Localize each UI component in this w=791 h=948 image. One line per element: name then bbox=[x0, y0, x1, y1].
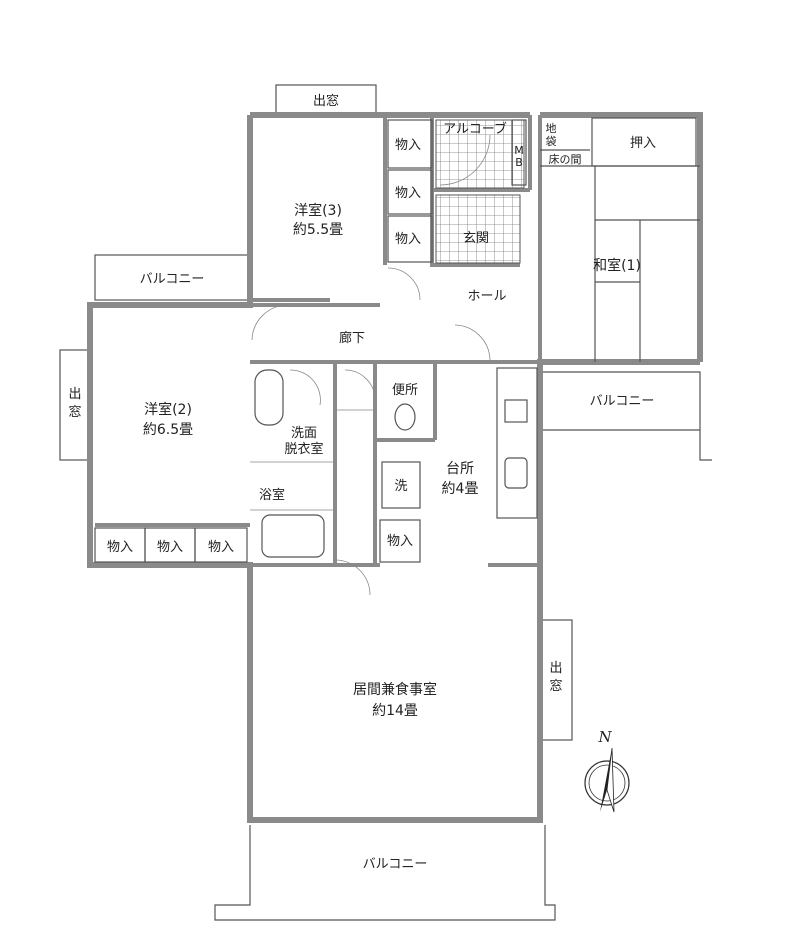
bay-window-top: 出窓 bbox=[275, 84, 377, 116]
storage-label: 物入 bbox=[395, 138, 421, 153]
svg-text:バルコニー: バルコニー bbox=[590, 394, 655, 409]
room-size: 約14畳 bbox=[372, 703, 418, 719]
room-label: 浴室 bbox=[259, 487, 285, 503]
room-label: アルコーブ bbox=[443, 121, 507, 137]
compass-icon: N bbox=[584, 728, 630, 813]
bathtub bbox=[261, 514, 325, 558]
meter-box-label: B bbox=[515, 156, 523, 169]
room-label: 洋室(2) bbox=[144, 401, 192, 418]
room-label: 便所 bbox=[392, 383, 418, 398]
room-label: 和室(1) bbox=[593, 257, 641, 274]
svg-text:出窓: 出窓 bbox=[313, 93, 339, 109]
entrance-floor bbox=[435, 194, 521, 264]
sink-icon bbox=[504, 457, 528, 489]
storage-label: 物入 bbox=[395, 232, 421, 247]
meter-box bbox=[511, 119, 527, 186]
room-size: 約5.5畳 bbox=[293, 222, 343, 238]
room-label: 居間兼食事室 bbox=[353, 681, 437, 698]
room-label: 洗面 bbox=[291, 426, 317, 441]
svg-text:出: 出 bbox=[549, 661, 562, 676]
balcony-upper-left: バルコニー bbox=[94, 254, 251, 301]
room-label: 脱衣室 bbox=[284, 441, 323, 457]
room-label: 袋 bbox=[546, 134, 557, 148]
room-label: 廊下 bbox=[339, 330, 365, 346]
svg-text:窓: 窓 bbox=[549, 678, 562, 694]
kitchen-counter bbox=[496, 367, 538, 519]
svg-text:窓: 窓 bbox=[68, 404, 81, 420]
storage-label: 物入 bbox=[107, 540, 133, 555]
bay-window-right: 出 窓 bbox=[539, 619, 573, 741]
room-size: 約6.5畳 bbox=[143, 422, 193, 438]
room-label: 玄関 bbox=[463, 231, 489, 246]
meter-box-label: M bbox=[514, 144, 524, 157]
storage-label: 物入 bbox=[387, 534, 413, 549]
washer-label: 洗 bbox=[394, 479, 407, 494]
balcony-bottom: バルコニー bbox=[214, 825, 556, 921]
svg-text:バルコニー: バルコニー bbox=[363, 857, 428, 872]
bay-window-left: 出 窓 bbox=[59, 349, 91, 461]
room-size: 約4畳 bbox=[442, 481, 479, 497]
room-label: 台所 bbox=[446, 461, 474, 477]
room-label: 押入 bbox=[630, 136, 656, 151]
storage-label: 物入 bbox=[208, 540, 234, 555]
storage-label: 物入 bbox=[395, 186, 421, 201]
svg-text:出: 出 bbox=[68, 387, 81, 402]
svg-text:バルコニー: バルコニー bbox=[140, 272, 205, 287]
alcove-floor bbox=[435, 119, 525, 189]
balcony-right: バルコニー bbox=[540, 371, 712, 461]
svg-text:N: N bbox=[597, 728, 612, 746]
room-label: 地 bbox=[546, 122, 557, 135]
storage-label: 物入 bbox=[157, 540, 183, 555]
room-label: ホール bbox=[467, 289, 506, 304]
room-label: 洋室(3) bbox=[294, 202, 342, 219]
stove-icon bbox=[504, 399, 528, 423]
room-label: 床の間 bbox=[549, 152, 582, 166]
washbasin bbox=[254, 369, 284, 426]
toilet-fixture bbox=[394, 403, 416, 431]
